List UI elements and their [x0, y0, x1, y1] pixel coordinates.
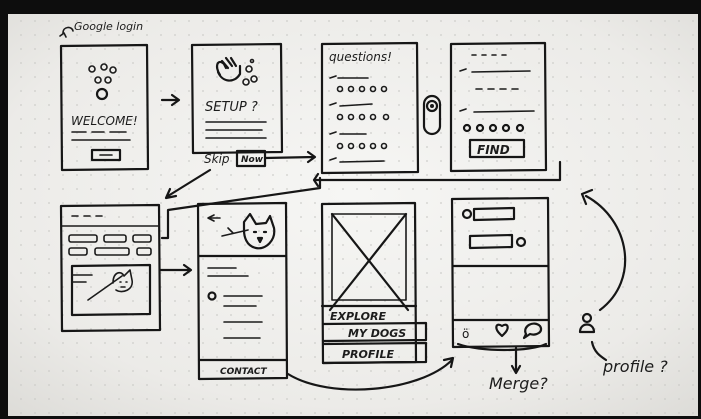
- dog-face-icon: ö: [462, 327, 469, 341]
- nav-profile: PROFILE: [342, 348, 394, 361]
- setup-label: SETUP ?: [205, 100, 258, 115]
- profile-question: profile ?: [602, 357, 668, 376]
- contact-button: CONTACT: [220, 367, 268, 377]
- merge-note: Merge?: [489, 374, 548, 393]
- google-login-label: Google login: [74, 20, 143, 33]
- nav-my-dogs: MY DOGS: [348, 327, 406, 340]
- skip-link: Skip: [204, 152, 230, 166]
- nav-explore: EXPLORE: [330, 310, 386, 323]
- questions-title: questions!: [329, 50, 392, 64]
- find-button: FIND: [477, 143, 510, 157]
- welcome-label: WELCOME!: [71, 114, 138, 128]
- now-button: Now: [241, 155, 264, 165]
